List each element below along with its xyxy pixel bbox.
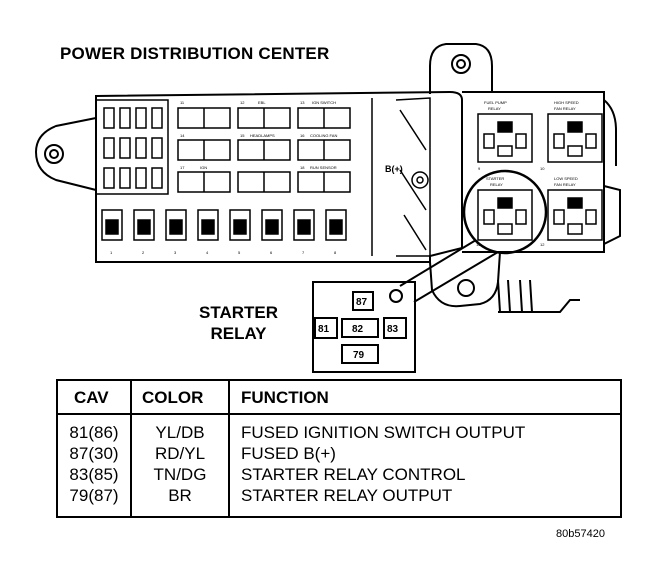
large-relays (477, 113, 603, 241)
header-function: FUNCTION (241, 388, 329, 407)
fuse-number: 15 (240, 133, 245, 138)
b-plus-label: B(+) (385, 164, 403, 174)
top-mounting-ear (429, 43, 493, 94)
pin-87: 87 (356, 297, 368, 308)
starter-relay-highlight (462, 169, 548, 255)
fuel-pump-relay-label: FUEL PUMP (484, 100, 507, 105)
pin-81: 81 (318, 324, 330, 335)
fuse-label: IGN (200, 165, 207, 170)
cavity-number: 8 (334, 250, 337, 255)
fuse-number: 13 (300, 100, 305, 105)
relay-number: 12 (540, 242, 545, 247)
cav-cell: 79(87) (69, 486, 119, 505)
bottom-mounting-ear (429, 251, 501, 308)
table-row: 83(85) TN/DG STARTER RELAY CONTROL (58, 463, 620, 484)
fuel-pump-relay-label-2: RELAY (488, 106, 501, 111)
fuse-label: COOLING FAN (310, 133, 337, 138)
figure-id: 80b57420 (556, 528, 605, 540)
high-speed-fan-relay-label-2: FAN RELAY (554, 106, 576, 111)
high-speed-fan-relay-label: HIGH SPEED (554, 100, 579, 105)
pinout-table: CAV COLOR FUNCTION 81(86) YL/DB FUSED IG… (56, 379, 622, 518)
callout-line-2: RELAY (210, 324, 267, 343)
header-color: COLOR (142, 388, 204, 407)
fuse-number: 11 (180, 100, 185, 105)
pin-83: 83 (387, 324, 399, 335)
starter-relay-callout: STARTER RELAY (199, 302, 278, 344)
function-cell: FUSED B(+) (241, 444, 336, 463)
left-mounting-ear (34, 117, 97, 191)
starter-relay-detail (312, 281, 416, 373)
fuse-number: 12 (240, 100, 245, 105)
cavity-number: 7 (302, 250, 305, 255)
color-cell: YL/DB (155, 423, 205, 442)
fuse-label: HEADLAMPS (250, 133, 275, 138)
cav-cell: 83(85) (69, 465, 119, 484)
color-cell: RD/YL (154, 444, 206, 463)
diagram-title: POWER DISTRIBUTION CENTER (60, 44, 330, 63)
callout-leader (399, 239, 499, 303)
function-cell: STARTER RELAY OUTPUT (241, 486, 453, 505)
fuse-label: RUN SENSOR (310, 165, 337, 170)
table-row: 87(30) RD/YL FUSED B(+) (58, 442, 620, 463)
starter-relay-label: STARTER (486, 176, 504, 181)
low-speed-fan-relay-label: LOW SPEED (554, 176, 578, 181)
cavity-number: 1 (110, 250, 113, 255)
header-cav: CAV (74, 388, 109, 407)
fuse-number: 17 (180, 165, 185, 170)
b-plus-stud (371, 97, 431, 257)
low-speed-fan-relay-label-2: FAN RELAY (554, 182, 576, 187)
bottom-relay-row (101, 209, 347, 241)
table-row: 79(87) BR STARTER RELAY OUTPUT (58, 484, 620, 505)
relay-number: 10 (540, 166, 545, 171)
mini-fuse-block (95, 99, 169, 195)
color-cell: TN/DG (153, 465, 207, 484)
pin-82: 82 (352, 324, 364, 335)
housing-outline (95, 90, 463, 263)
cavity-number: 4 (206, 250, 209, 255)
table-header: CAV COLOR FUNCTION (58, 381, 620, 415)
column-divider (228, 381, 230, 516)
function-cell: STARTER RELAY CONTROL (241, 465, 466, 484)
relay-number: 9 (478, 166, 481, 171)
table-body: 81(86) YL/DB FUSED IGNITION SWITCH OUTPU… (58, 421, 620, 505)
fuse-label: IGN SWITCH (312, 100, 336, 105)
color-cell: BR (168, 486, 192, 505)
cavity-number: 6 (270, 250, 273, 255)
function-cell: FUSED IGNITION SWITCH OUTPUT (241, 423, 526, 442)
cavity-number: 3 (174, 250, 177, 255)
callout-line-1: STARTER (199, 303, 279, 322)
cavity-number: 2 (142, 250, 145, 255)
starter-relay-label-2: RELAY (490, 182, 503, 187)
maxi-fuse-grid (177, 107, 351, 193)
cav-cell: 81(86) (69, 423, 119, 442)
relay-section-outline (462, 91, 605, 253)
table-row: 81(86) YL/DB FUSED IGNITION SWITCH OUTPU… (58, 421, 620, 442)
pin-79: 79 (353, 350, 365, 361)
column-divider (130, 381, 132, 516)
bottom-row-numbers: 1 2 3 4 5 6 7 8 (110, 250, 337, 255)
fuse-label: EBL (258, 100, 266, 105)
fuse-labels: 11 12 EBL 13 IGN SWITCH 14 15 HEADLAMPS … (180, 100, 337, 170)
fuse-number: 16 (300, 133, 305, 138)
cav-cell: 87(30) (69, 444, 119, 463)
fuse-number: 14 (180, 133, 185, 138)
fuse-number: 18 (300, 165, 305, 170)
cavity-number: 5 (238, 250, 241, 255)
